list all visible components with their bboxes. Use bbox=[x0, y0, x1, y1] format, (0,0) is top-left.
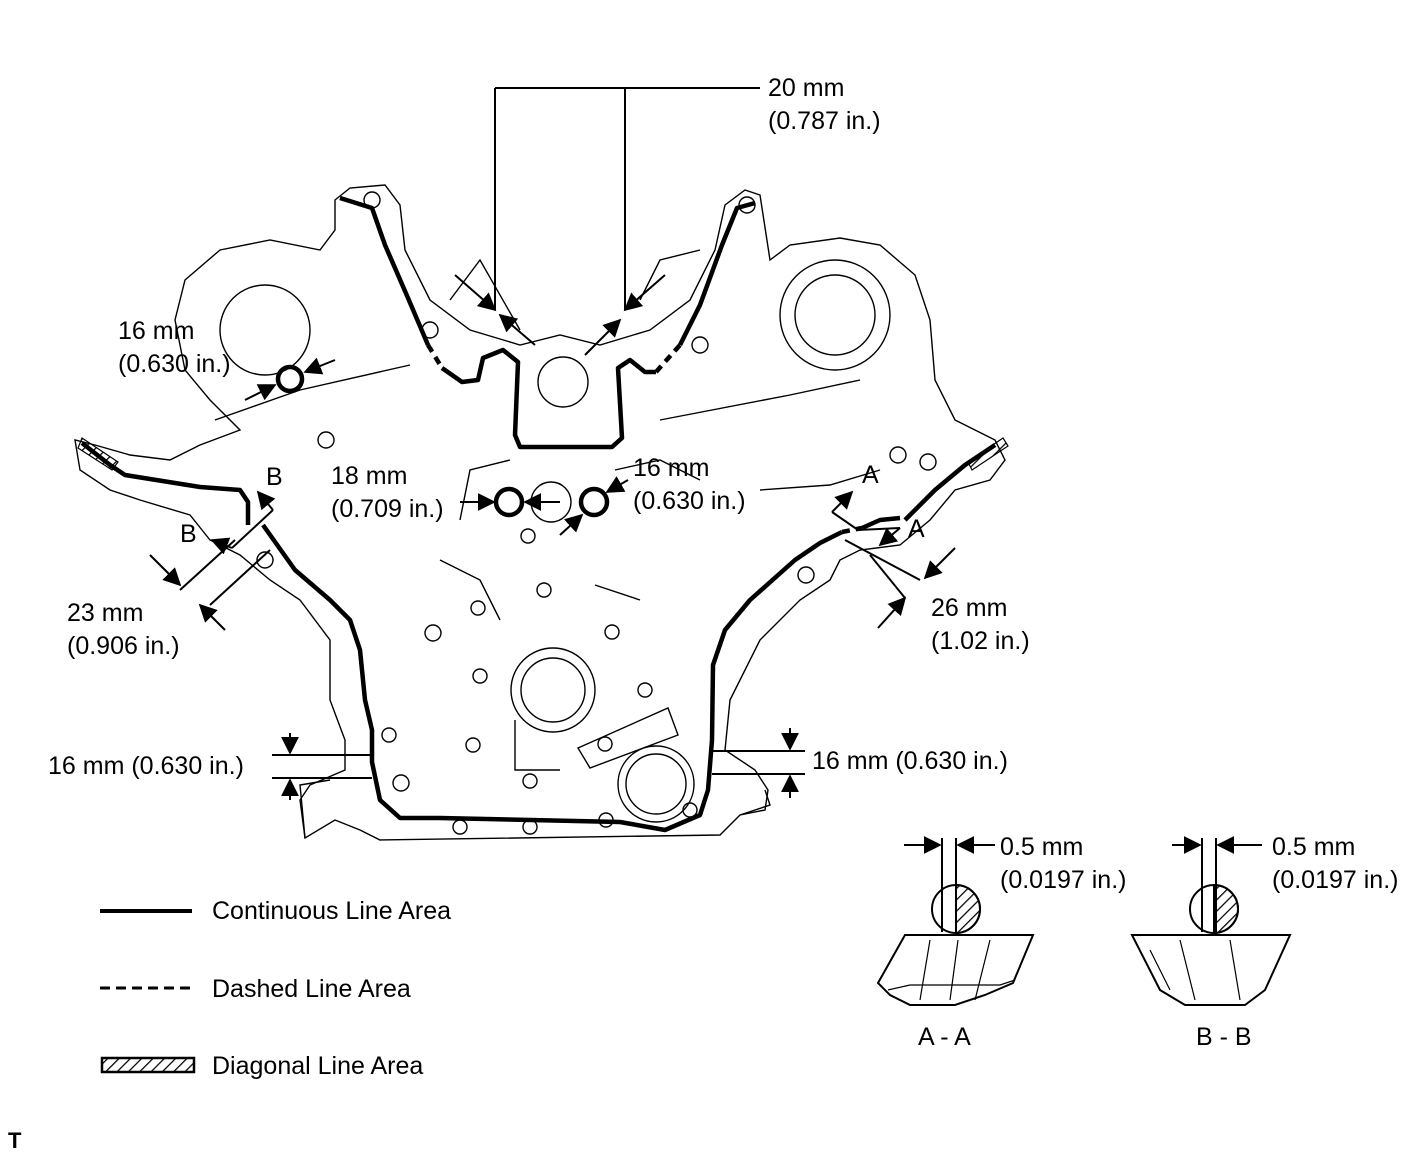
corner-mark: T bbox=[8, 1128, 22, 1153]
dim-upper-left-inch: (0.630 in.) bbox=[118, 350, 231, 378]
section-marker-b-top: B bbox=[266, 463, 283, 491]
dim-label-upper-left-hole: 16 mm (0.630 in.) bbox=[118, 315, 231, 381]
dim-center-left-mm: 18 mm bbox=[331, 462, 408, 490]
legend-diagonal-swatch bbox=[100, 1056, 196, 1074]
dim-top-inch: (0.787 in.) bbox=[768, 107, 881, 135]
legend-swatches bbox=[100, 909, 196, 1074]
cross-section-b-mm: 0.5 mm bbox=[1272, 833, 1356, 861]
dim-bottom-left: 16 mm (0.630 in.) bbox=[48, 752, 244, 780]
dim-label-top-spacing: 20 mm (0.787 in.) bbox=[768, 72, 881, 138]
seal-bead-diagonal bbox=[77, 437, 1009, 471]
section-marker-a-top: A bbox=[862, 461, 879, 489]
dimension-lines bbox=[149, 87, 956, 800]
dim-label-center-right-hole: 16 mm (0.630 in.) bbox=[633, 452, 746, 518]
legend-diagonal-label: Diagonal Line Area bbox=[212, 1052, 424, 1080]
cross-section-b-inch: (0.0197 in.) bbox=[1272, 866, 1399, 894]
cross-section-a-a bbox=[876, 836, 1035, 1006]
seal-bead-dashed bbox=[426, 343, 863, 535]
cross-section-a-inch: (0.0197 in.) bbox=[1000, 866, 1127, 894]
legend-continuous-label: Continuous Line Area bbox=[212, 897, 452, 925]
dim-center-right-inch: (0.630 in.) bbox=[633, 487, 746, 515]
cross-section-a-mm: 0.5 mm bbox=[1000, 833, 1084, 861]
dim-label-center-left-hole: 18 mm (0.709 in.) bbox=[331, 460, 444, 526]
dim-upper-left-mm: 16 mm bbox=[118, 317, 195, 345]
cross-section-a-dim: 0.5 mm (0.0197 in.) bbox=[1000, 831, 1126, 897]
dim-label-bottom-left: 16 mm (0.630 in.) bbox=[48, 750, 244, 783]
section-marker-a-bottom: A bbox=[908, 515, 925, 543]
dim-bottom-right: 16 mm (0.630 in.) bbox=[812, 747, 1008, 775]
dim-label-bottom-right: 16 mm (0.630 in.) bbox=[812, 745, 1008, 778]
cross-section-b-title: B - B bbox=[1196, 1023, 1252, 1051]
dim-right-side-mm: 26 mm bbox=[931, 594, 1008, 622]
dim-left-side-inch: (0.906 in.) bbox=[67, 632, 180, 660]
section-marker-b-bottom: B bbox=[180, 520, 197, 548]
dim-label-right-side: 26 mm (1.02 in.) bbox=[931, 592, 1030, 658]
dim-center-right-mm: 16 mm bbox=[633, 454, 710, 482]
cover-outline bbox=[74, 184, 1006, 841]
dim-center-left-inch: (0.709 in.) bbox=[331, 495, 444, 523]
cross-section-b-b bbox=[1130, 836, 1292, 1006]
cross-section-b-dim: 0.5 mm (0.0197 in.) bbox=[1272, 831, 1398, 897]
legend-dashed-label: Dashed Line Area bbox=[212, 975, 411, 1003]
dim-top-mm: 20 mm bbox=[768, 74, 845, 102]
dim-label-left-side: 23 mm (0.906 in.) bbox=[67, 597, 180, 663]
dim-right-side-inch: (1.02 in.) bbox=[931, 627, 1030, 655]
cross-section-a-title: A - A bbox=[918, 1023, 971, 1051]
seal-bead-continuous bbox=[80, 195, 997, 833]
dim-left-side-mm: 23 mm bbox=[67, 599, 144, 627]
